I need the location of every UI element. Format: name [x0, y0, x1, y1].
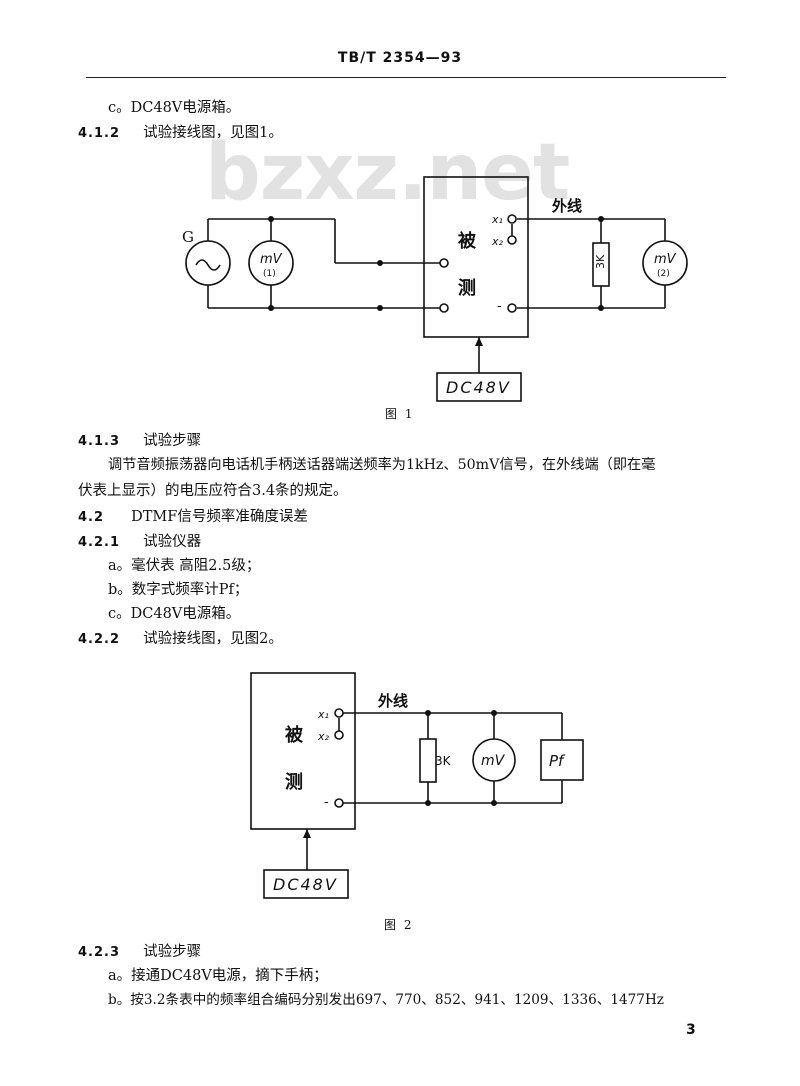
paragraph-line-2: 伏表上显示）的电压应符合3.4条的规定。 — [78, 483, 348, 499]
section-4-2-2: 4.2.2 试验接线图，见图2。 — [78, 627, 283, 648]
figure-2-caption: 图 2 — [384, 918, 414, 932]
resistor-label: 3K — [594, 254, 607, 269]
outer-line-label: 外线 — [377, 692, 408, 710]
meter2-sub: (2) — [657, 269, 670, 279]
terminal-x1: x₁ — [317, 708, 329, 721]
dut-char-1: 被 — [458, 230, 477, 252]
paragraph-line-1: 调节音频振荡器向电话机手柄送话器端送频率为1kHz、50mV信号，在外线端（即在… — [108, 457, 656, 473]
counter-label: Pf — [549, 752, 566, 770]
item-b-frequency-counter: b。数字式频率计Pf； — [108, 582, 249, 598]
dc48v-power-box — [436, 372, 522, 402]
section-number: 4.2.2 — [78, 632, 121, 647]
power-arrow-head — [303, 829, 311, 838]
section-number: 4.2.1 — [78, 535, 121, 550]
dc48v-power-box — [263, 869, 349, 899]
item-a-millivoltmeter: a。毫伏表 高阻2.5级； — [108, 558, 261, 574]
terminal-x2: x₂ — [317, 730, 330, 743]
section-4-1-2: 4.1.2 试验接线图，见图1。 — [78, 121, 283, 142]
device-under-test-box — [250, 672, 356, 830]
resistor-3k — [419, 738, 437, 783]
figure-1-caption: 图 1 — [385, 407, 415, 421]
section-title: 试验仪器 — [143, 534, 202, 550]
section-4-1-3: 4.1.3 试验步骤 — [78, 429, 201, 450]
dut-char-2: 测 — [458, 277, 476, 299]
power-label: DC48V — [273, 875, 338, 894]
meter-label: mV — [481, 753, 506, 769]
section-number: 4.1.2 — [78, 126, 121, 141]
section-4-2-1: 4.2.1 试验仪器 — [78, 530, 201, 551]
terminal-minus: - — [497, 299, 502, 314]
step-b: b。按3.2条表中的频率组合编码分别发出697、770、852、941、1209… — [108, 992, 664, 1008]
page-number: 3 — [686, 1022, 696, 1038]
section-4-2-3: 4.2.3 试验步骤 — [78, 940, 201, 961]
outer-line-label: 外线 — [551, 197, 582, 215]
terminal-minus: - — [324, 795, 329, 810]
power-arrow-head — [475, 337, 483, 346]
dut-char-1: 被 — [285, 724, 304, 746]
terminal-x1: x₁ — [491, 213, 503, 226]
section-title: DTMF信号频率准确度误差 — [131, 509, 308, 525]
step-a: a。接通DC48V电源，摘下手柄； — [108, 968, 328, 984]
header-rule — [86, 77, 726, 78]
item-c-power-box-2: c。DC48V电源箱。 — [108, 606, 241, 622]
section-title: 试验接线图，见图2。 — [143, 631, 283, 647]
dut-char-2: 测 — [285, 771, 303, 793]
meter1-label: mV — [260, 252, 283, 267]
power-label: DC48V — [446, 378, 511, 397]
section-title: 试验接线图，见图1。 — [143, 125, 283, 141]
section-number: 4.2 — [78, 510, 105, 525]
meter2-label: mV — [654, 252, 677, 267]
section-number: 4.2.3 — [78, 945, 121, 960]
device-under-test-box — [423, 176, 529, 338]
section-4-2: 4.2 DTMF信号频率准确度误差 — [78, 505, 308, 526]
generator-label: G — [182, 228, 194, 246]
section-title: 试验步骤 — [143, 433, 202, 449]
terminal-x2: x₂ — [491, 235, 504, 248]
meter1-sub: (1) — [263, 269, 276, 279]
watermark: bzxz.net — [205, 128, 570, 218]
item-c-power-box: c。DC48V电源箱。 — [108, 100, 241, 116]
section-title: 试验步骤 — [143, 944, 202, 960]
section-number: 4.1.3 — [78, 434, 121, 449]
resistor-label: 3K — [435, 754, 452, 768]
figure-1-diagram: G mV (1) 被 测 x₁ x₂ - 外线 3K mV (2) DC48V — [182, 176, 688, 402]
document-code: TB/T 2354—93 — [337, 50, 463, 66]
